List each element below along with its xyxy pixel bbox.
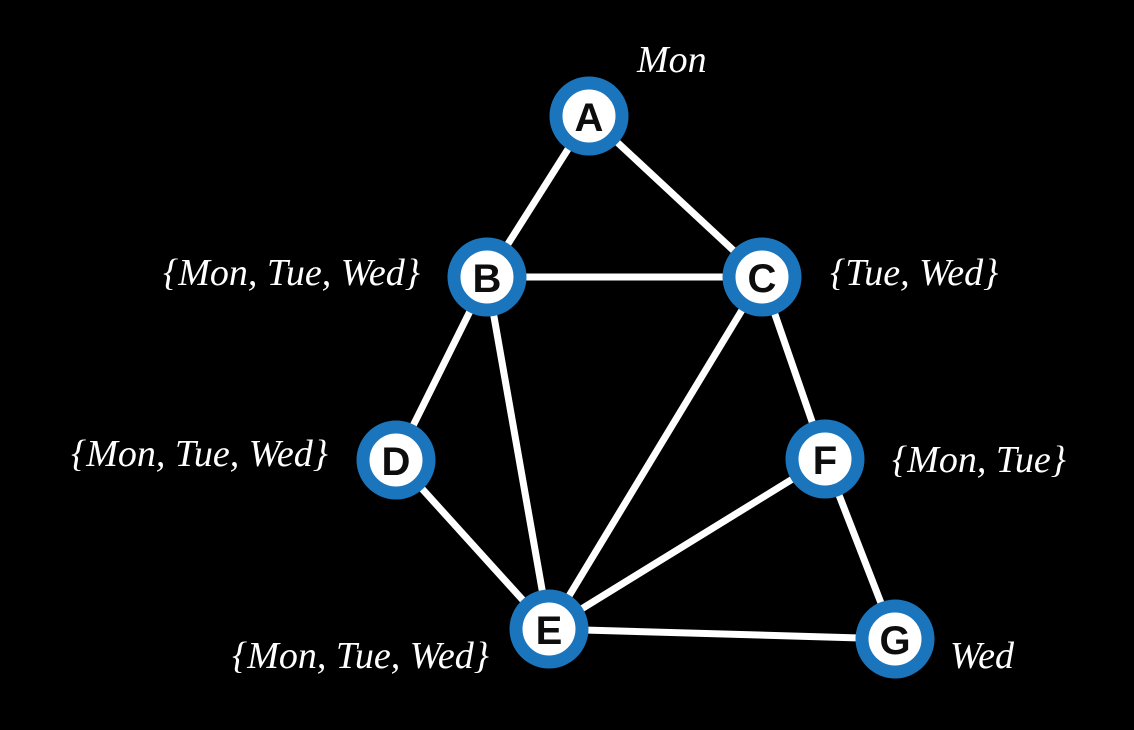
edge-E-G [545,625,899,643]
node-A-letter: A [575,96,604,140]
node-A-domain-label: Mon [636,39,707,81]
node-C-domain-label: {Tue, Wed} [830,252,998,294]
node-E-circle [509,589,589,669]
node-G-letter: G [879,619,910,663]
node-D-domain-label: {Mon, Tue, Wed} [71,433,328,475]
edge-C-E [545,273,766,633]
edge-B-E [483,273,553,633]
node-F-domain-label: {Mon, Tue} [892,439,1066,481]
node-G-circle [855,599,935,679]
node-F-letter: F [813,439,837,483]
node-F-circle [785,419,865,499]
node-B-letter: B [473,257,502,301]
edge-E-F [545,455,829,633]
node-G-domain-label: Wed [950,635,1015,677]
node-E-domain-label: {Mon, Tue, Wed} [232,635,489,677]
node-B-domain-label: {Mon, Tue, Wed} [163,252,420,294]
node-A-circle [549,76,629,156]
node-E-letter: E [536,609,563,653]
node-C-letter: C [748,257,777,301]
node-D-letter: D [382,440,411,484]
node-B-circle [447,237,527,317]
node-D-circle [356,420,436,500]
node-C-circle [722,237,802,317]
